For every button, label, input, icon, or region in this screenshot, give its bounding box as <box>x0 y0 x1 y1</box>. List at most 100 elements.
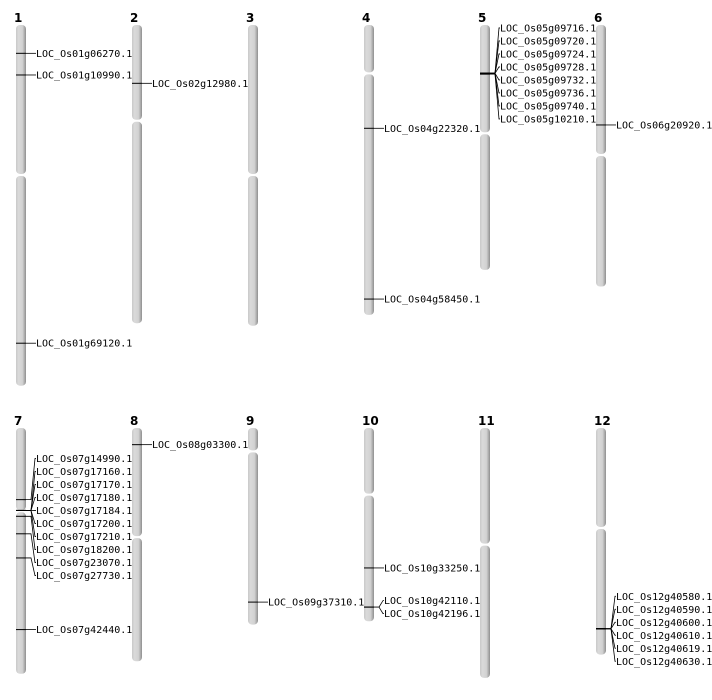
gene-label: LOC_Os05g09720.1 <box>500 36 596 47</box>
gene-label: LOC_Os05g10210.1 <box>500 114 596 125</box>
gene-marker: LOC_Os12g40600.1 <box>596 618 712 630</box>
long-arm <box>596 528 606 655</box>
long-arm <box>364 74 374 315</box>
long-arm <box>364 495 374 622</box>
long-arm <box>248 175 258 326</box>
chromosome-label: 11 <box>478 414 495 428</box>
gene-label: LOC_Os05g09736.1 <box>500 88 596 99</box>
gene-label: LOC_Os07g23070.1 <box>36 558 132 569</box>
connector-line <box>490 72 500 107</box>
chromosome-12: 12LOC_Os12g40580.1LOC_Os12g40590.1LOC_Os… <box>594 414 712 668</box>
long-arm <box>248 452 258 625</box>
long-arm <box>480 545 490 678</box>
gene-label: LOC_Os07g18200.1 <box>36 545 132 556</box>
gene-label: LOC_Os05g09740.1 <box>500 101 596 112</box>
long-arm <box>596 155 606 287</box>
gene-label: LOC_Os07g17180.1 <box>36 493 132 504</box>
short-arm <box>364 25 374 73</box>
chromosome-label: 9 <box>246 414 254 428</box>
gene-label: LOC_Os01g69120.1 <box>36 339 132 350</box>
gene-marker: LOC_Os07g18200.1 <box>16 515 132 556</box>
gene-label: LOC_Os12g40619.1 <box>616 644 712 655</box>
chromosome-label: 12 <box>594 414 611 428</box>
connector-line <box>26 557 36 576</box>
chromosome-label: 2 <box>130 11 138 25</box>
gene-label: LOC_Os09g37310.1 <box>268 598 364 609</box>
connector-line <box>26 515 36 550</box>
gene-marker: LOC_Os07g23070.1 <box>16 533 132 569</box>
gene-label: LOC_Os04g58450.1 <box>384 295 480 306</box>
gene-label: LOC_Os07g17160.1 <box>36 467 132 478</box>
gene-marker: LOC_Os06g20920.1 <box>596 120 712 131</box>
short-arm <box>132 428 142 537</box>
chromosome-label: 8 <box>130 414 138 428</box>
gene-marker: LOC_Os01g06270.1 <box>16 49 132 60</box>
gene-marker: LOC_Os10g42196.1 <box>364 606 480 620</box>
connector-line <box>490 73 500 120</box>
gene-label: LOC_Os04g22320.1 <box>384 124 480 135</box>
short-arm <box>364 428 374 494</box>
gene-label: LOC_Os10g42196.1 <box>384 609 480 620</box>
gene-label: LOC_Os12g40590.1 <box>616 605 712 616</box>
chromosome-label: 1 <box>14 11 22 25</box>
gene-marker: LOC_Os01g69120.1 <box>16 339 132 350</box>
chromosome-1: 1LOC_Os01g06270.1LOC_Os01g10990.1LOC_Os0… <box>14 11 132 386</box>
gene-label: LOC_Os12g40630.1 <box>616 657 712 668</box>
gene-label: LOC_Os06g20920.1 <box>616 120 712 131</box>
short-arm <box>480 25 490 133</box>
short-arm <box>248 25 258 174</box>
long-arm <box>132 538 142 662</box>
long-arm <box>480 134 490 270</box>
gene-label: LOC_Os07g27730.1 <box>36 571 132 582</box>
gene-label: LOC_Os01g10990.1 <box>36 70 132 81</box>
gene-marker: LOC_Os07g42440.1 <box>16 625 132 636</box>
gene-label: LOC_Os10g42110.1 <box>384 596 480 607</box>
connector-line <box>26 471 36 511</box>
gene-marker: LOC_Os07g27730.1 <box>16 557 132 582</box>
chromosome-3: 3 <box>246 11 258 326</box>
gene-label: LOC_Os12g40580.1 <box>616 592 712 603</box>
chromosome-11: 11 <box>478 414 495 678</box>
gene-marker: LOC_Os09g37310.1 <box>248 598 364 609</box>
gene-marker: LOC_Os05g09740.1 <box>480 72 596 112</box>
chromosome-label: 6 <box>594 11 602 25</box>
gene-marker: LOC_Os02g12980.1 <box>132 79 248 90</box>
gene-marker: LOC_Os08g03300.1 <box>132 440 248 451</box>
short-arm <box>248 428 258 451</box>
gene-label: LOC_Os12g40610.1 <box>616 631 712 642</box>
gene-marker: LOC_Os07g14990.1 <box>16 454 132 501</box>
chromosome-5: 5LOC_Os05g09716.1LOC_Os05g09720.1LOC_Os0… <box>478 11 596 270</box>
chromosome-label: 4 <box>362 11 370 25</box>
gene-marker: LOC_Os10g42110.1 <box>364 596 480 608</box>
connector-line <box>374 606 384 614</box>
gene-marker: LOC_Os12g40630.1 <box>596 628 712 668</box>
long-arm <box>16 175 26 386</box>
gene-marker: LOC_Os04g22320.1 <box>364 124 480 135</box>
long-arm <box>16 512 26 674</box>
gene-marker: LOC_Os04g58450.1 <box>364 295 480 306</box>
chromosome-10: 10LOC_Os10g33250.1LOC_Os10g42110.1LOC_Os… <box>362 414 480 622</box>
gene-label: LOC_Os07g17210.1 <box>36 532 132 543</box>
long-arm <box>132 121 142 324</box>
short-arm <box>132 25 142 120</box>
gene-label: LOC_Os02g12980.1 <box>152 79 248 90</box>
gene-marker: LOC_Os05g09728.1 <box>480 62 596 74</box>
chromosome-label: 10 <box>362 414 379 428</box>
connector-line <box>26 510 36 537</box>
chromosome-7: 7LOC_Os07g14990.1LOC_Os07g17160.1LOC_Os0… <box>14 414 132 674</box>
gene-marker: LOC_Os10g33250.1 <box>364 563 480 574</box>
gene-label: LOC_Os07g42440.1 <box>36 625 132 636</box>
short-arm <box>16 428 26 511</box>
short-arm <box>596 25 606 154</box>
gene-label: LOC_Os05g09724.1 <box>500 49 596 60</box>
gene-label: LOC_Os08g03300.1 <box>152 440 248 451</box>
gene-label: LOC_Os05g09728.1 <box>500 62 596 73</box>
gene-label: LOC_Os07g17184.1 <box>36 506 132 517</box>
connector-line <box>606 628 616 662</box>
connector-line <box>26 458 36 501</box>
